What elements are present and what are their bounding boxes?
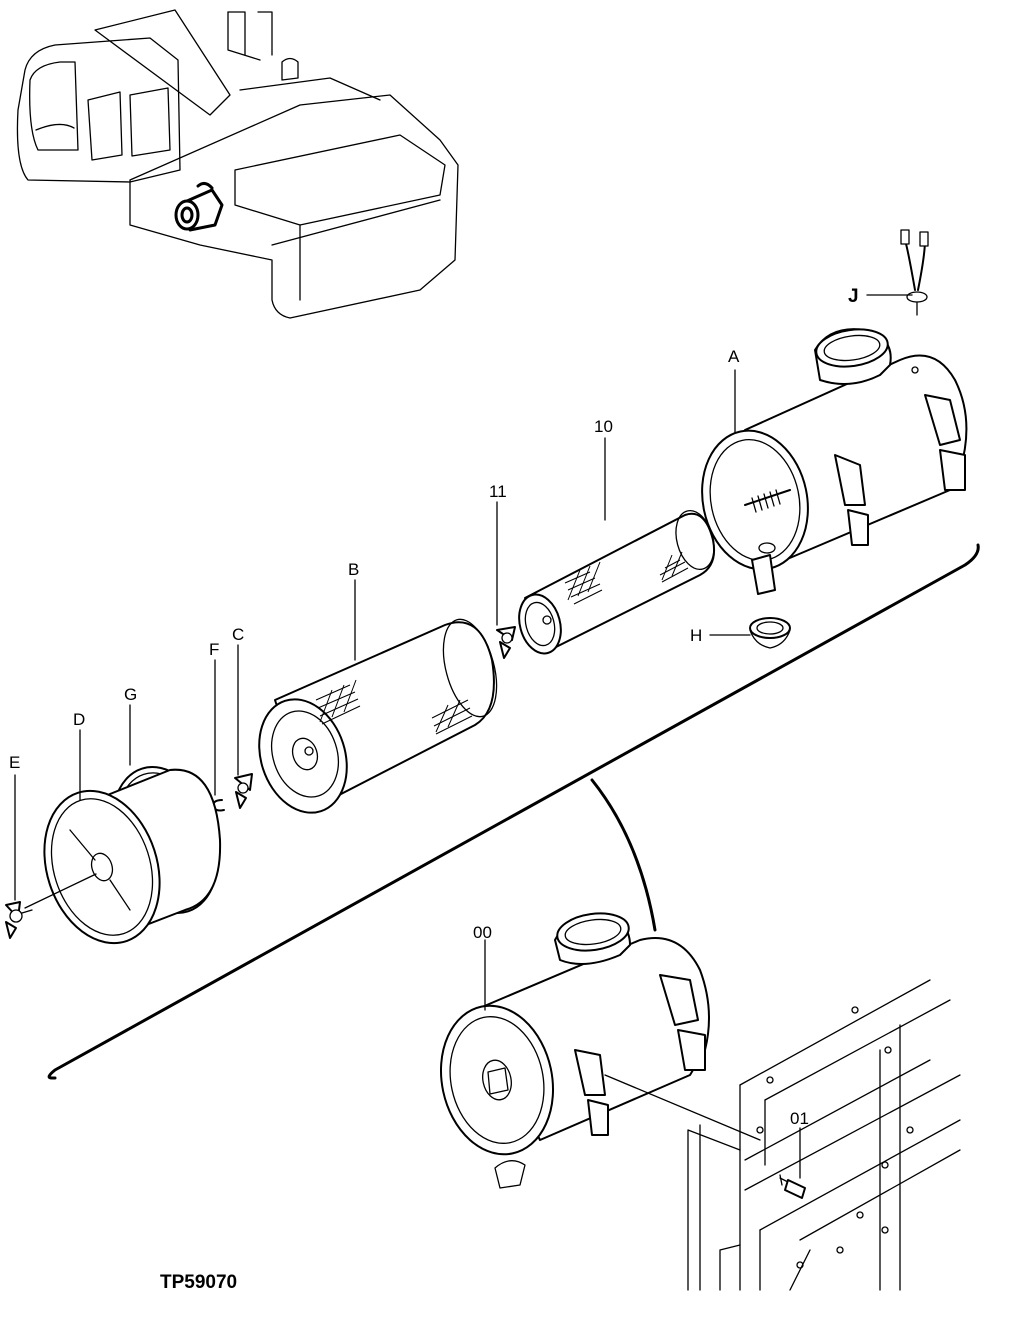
highlighted-air-cleaner: [174, 181, 224, 232]
label-d: D: [73, 710, 85, 729]
label-g: G: [124, 685, 137, 704]
label-j: J: [848, 286, 859, 307]
label-a: A: [728, 347, 740, 366]
label-f: F: [209, 640, 219, 659]
label-part-00: 00: [473, 923, 492, 942]
dust-valve-part-h: [749, 617, 791, 649]
label-h: H: [690, 626, 702, 645]
wing-nut-part-c: [234, 773, 253, 809]
detail-callout-arc: [590, 778, 657, 932]
inner-filter-part-10: [518, 510, 716, 655]
wing-nut-part-11: [496, 626, 516, 659]
label-e: E: [9, 753, 20, 772]
label-part-11: 11: [489, 482, 507, 501]
mounting-bracket-frame: [687, 979, 961, 1291]
leader-lines: [14, 294, 913, 1179]
cover-part-d: [24, 768, 222, 945]
excavator-locator-view: [16, 9, 459, 319]
wing-nut-part-e: [5, 901, 33, 939]
bolt-part-01: [779, 1174, 806, 1199]
outer-filter-part-b: [258, 618, 498, 814]
label-b: B: [348, 560, 359, 579]
label-c: C: [232, 625, 244, 644]
assembled-cleaner-part-00: [439, 912, 761, 1189]
drawing-id: TP59070: [160, 1272, 237, 1293]
label-part-01: 01: [790, 1109, 809, 1128]
section-divider: [47, 543, 980, 1080]
sensor-part-j: [900, 229, 929, 316]
housing-part-a: [701, 328, 968, 595]
label-part-10: 10: [594, 417, 613, 436]
